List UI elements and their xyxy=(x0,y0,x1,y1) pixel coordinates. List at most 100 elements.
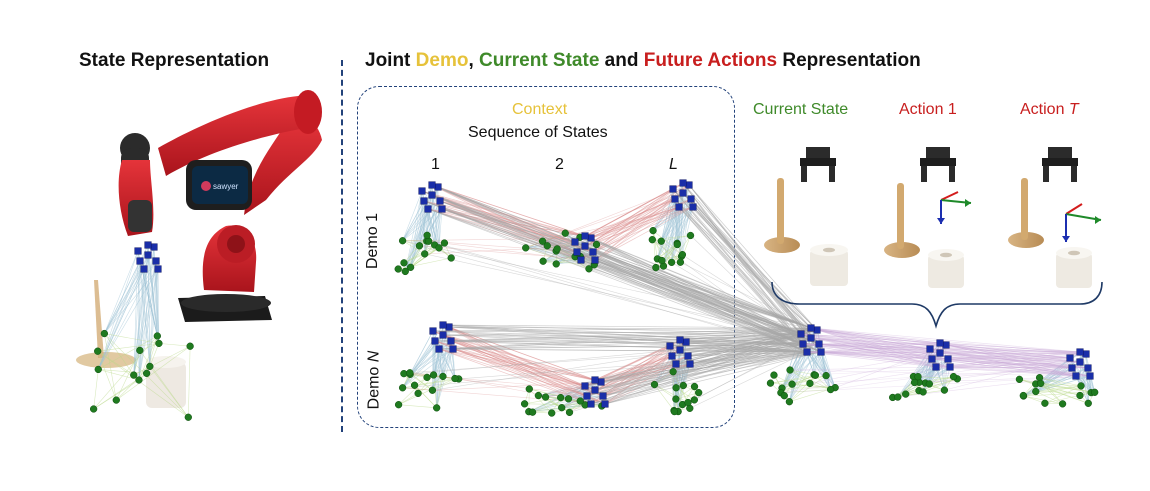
title-joint-text: Joint xyxy=(365,50,416,71)
object-node xyxy=(142,369,151,377)
gripper-node xyxy=(447,337,455,345)
gripper-node xyxy=(150,243,158,251)
gripper-node xyxy=(932,363,940,371)
gripper-node xyxy=(573,248,581,256)
object-node xyxy=(447,254,455,262)
vertical-dashed-divider xyxy=(341,60,343,432)
object-node xyxy=(89,405,98,413)
object-node xyxy=(146,362,154,371)
object-node xyxy=(910,378,919,387)
gripper-node xyxy=(439,321,447,329)
gripper-node xyxy=(668,352,676,360)
gripper-node xyxy=(813,326,821,334)
object-node xyxy=(684,398,692,407)
gripper-node xyxy=(1076,348,1084,356)
gripper-node xyxy=(581,232,589,240)
object-node xyxy=(822,371,830,380)
object-node xyxy=(940,386,949,394)
object-node xyxy=(780,392,788,400)
object-node xyxy=(1019,391,1027,400)
object-node xyxy=(548,409,556,417)
object-node xyxy=(406,263,415,271)
gripper-node xyxy=(666,342,674,350)
gripper-node xyxy=(152,257,160,265)
gripper-node xyxy=(799,340,807,348)
gripper-node xyxy=(581,382,589,390)
object-node xyxy=(1041,399,1049,407)
object-node xyxy=(914,373,922,381)
object-node xyxy=(1077,382,1085,390)
object-node xyxy=(423,373,431,382)
object-node xyxy=(184,413,192,421)
object-node xyxy=(672,395,680,403)
object-node xyxy=(592,240,601,249)
object-node xyxy=(130,371,138,379)
gripper-node xyxy=(571,238,579,246)
object-node xyxy=(925,380,933,388)
action-t-index: T xyxy=(1068,101,1079,118)
object-node xyxy=(649,226,657,235)
object-node xyxy=(522,244,530,252)
gripper-node xyxy=(144,241,152,249)
context-label: Context xyxy=(512,101,568,118)
gripper-node xyxy=(418,187,426,195)
object-node xyxy=(552,260,560,268)
state-representation-title: State Representation xyxy=(79,50,270,71)
object-node xyxy=(770,371,778,379)
gripper-node xyxy=(154,265,162,273)
gripper-node xyxy=(1072,372,1080,380)
gripper-node xyxy=(439,331,447,339)
gripper-node xyxy=(676,336,684,344)
sawyer-robot-image: sawyer xyxy=(118,90,322,322)
object-node xyxy=(541,393,550,401)
state-label-1: 1 xyxy=(431,156,440,173)
gripper-node xyxy=(815,340,823,348)
gripper-node xyxy=(424,205,432,213)
object-node xyxy=(585,265,593,273)
object-node xyxy=(398,384,407,392)
gripper-node xyxy=(140,265,148,273)
gripper-node xyxy=(428,181,436,189)
gripper-node xyxy=(803,348,811,356)
object-node xyxy=(525,385,533,393)
current-state-scene xyxy=(764,147,848,286)
action-t-prefix: Action xyxy=(1020,101,1069,118)
object-node xyxy=(553,245,561,253)
gripper-node xyxy=(928,355,936,363)
object-node xyxy=(1032,387,1040,396)
object-node xyxy=(112,396,120,404)
object-node xyxy=(135,376,143,384)
joint-representation-title: Joint Demo, Current State and Future Act… xyxy=(365,50,921,72)
object-node xyxy=(153,332,161,340)
object-node xyxy=(766,379,775,387)
object-node xyxy=(435,244,443,252)
object-node xyxy=(433,404,441,412)
object-node xyxy=(565,408,574,417)
gripper-node xyxy=(134,247,142,255)
object-node xyxy=(826,385,835,394)
object-node xyxy=(786,366,794,374)
demo-1-label: Demo 1 xyxy=(364,213,382,269)
object-node xyxy=(415,242,424,250)
object-node xyxy=(429,371,438,379)
context-dashed-box xyxy=(357,86,735,428)
gripper-node xyxy=(926,345,934,353)
title-demo-text: Demo xyxy=(415,50,469,71)
object-node xyxy=(400,369,408,378)
gripper-node xyxy=(591,256,599,264)
gripper-node xyxy=(1082,350,1090,358)
object-node xyxy=(136,346,144,355)
gripper-node xyxy=(436,197,444,205)
object-node xyxy=(534,391,543,400)
gripper-node xyxy=(807,334,815,342)
object-node xyxy=(1037,379,1045,388)
action-t-scene xyxy=(1008,147,1102,288)
state-label-2: 2 xyxy=(555,156,564,173)
object-node xyxy=(657,237,665,245)
gripper-node xyxy=(429,327,437,335)
object-node xyxy=(686,231,695,240)
object-node xyxy=(451,374,459,383)
demo-n-prefix: Demo xyxy=(365,362,383,410)
object-node xyxy=(806,379,814,388)
